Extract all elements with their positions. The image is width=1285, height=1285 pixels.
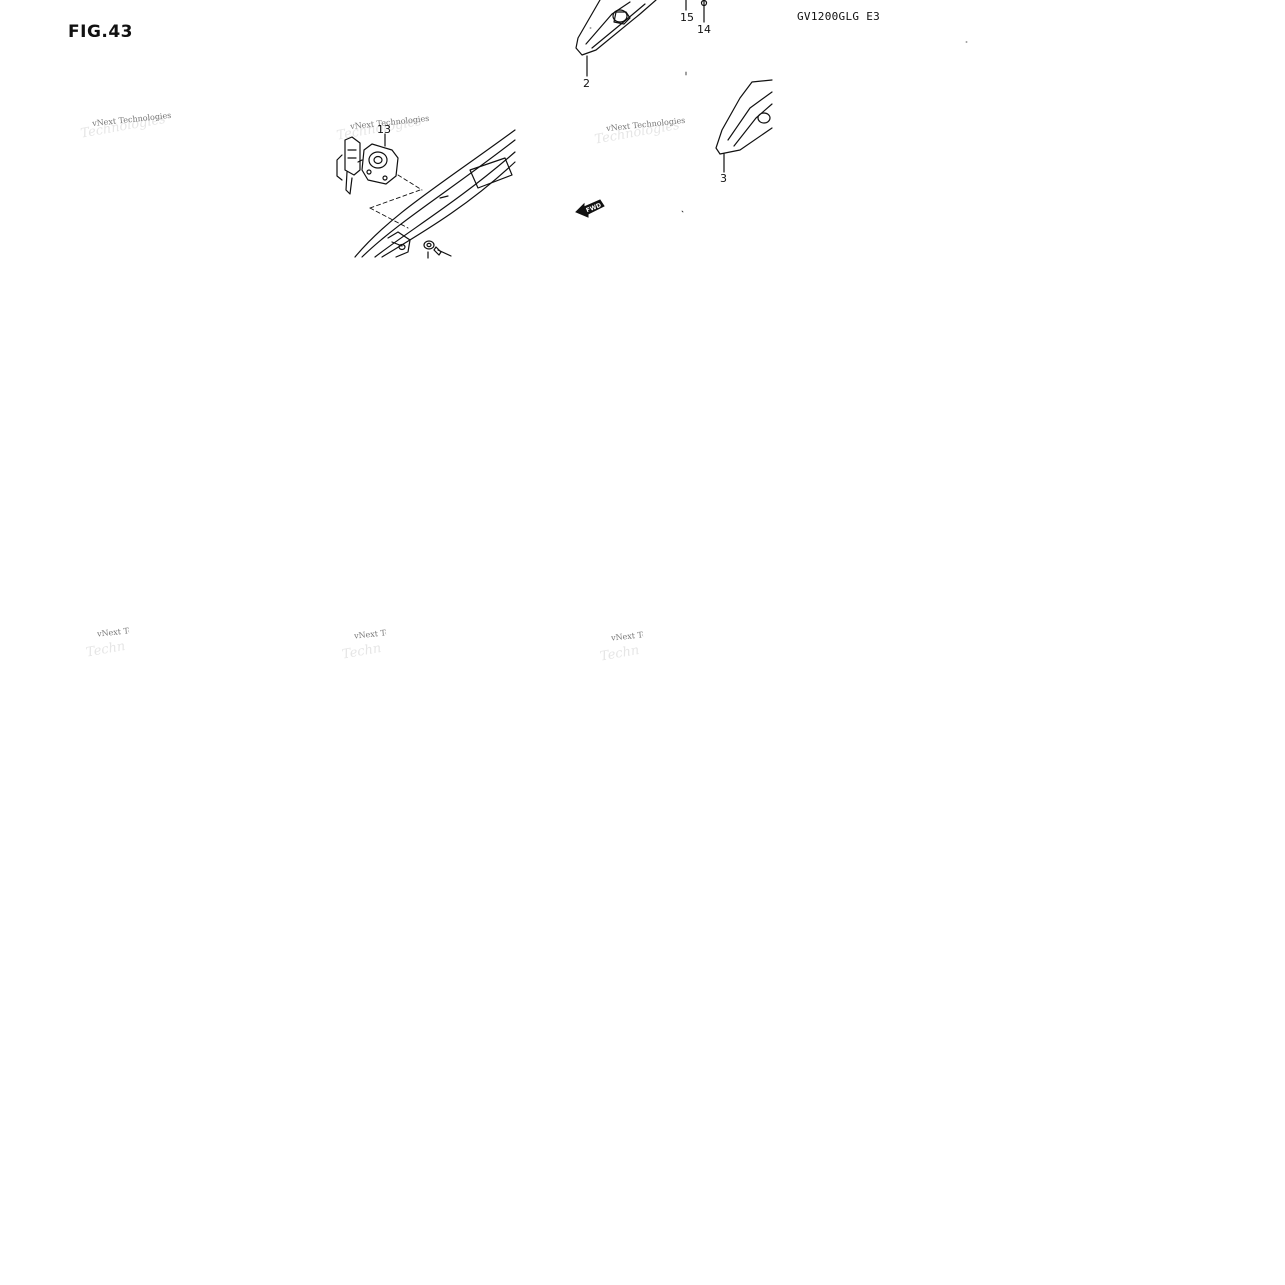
callout-2: 2 — [583, 77, 590, 90]
stray-marks — [589, 27, 968, 213]
callout-3: 3 — [720, 172, 727, 185]
figure-title: FIG.43 — [68, 22, 134, 42]
washer-bolt — [423, 240, 452, 259]
callout-14: 14 — [697, 23, 711, 36]
leaders-14-15 — [685, 0, 708, 23]
callout-13: 13 — [377, 123, 391, 136]
cover-part-2 — [575, 0, 657, 77]
callout-15: 15 — [680, 11, 694, 24]
cover-part-3 — [715, 79, 773, 173]
frame-rail — [354, 129, 516, 258]
lock-assembly — [336, 133, 399, 195]
leader-lines — [369, 174, 423, 229]
model-code: GV1200GLG E3 — [797, 10, 881, 23]
fwd-label: FWD — [585, 202, 602, 214]
fwd-arrow-icon: FWD — [575, 199, 605, 218]
